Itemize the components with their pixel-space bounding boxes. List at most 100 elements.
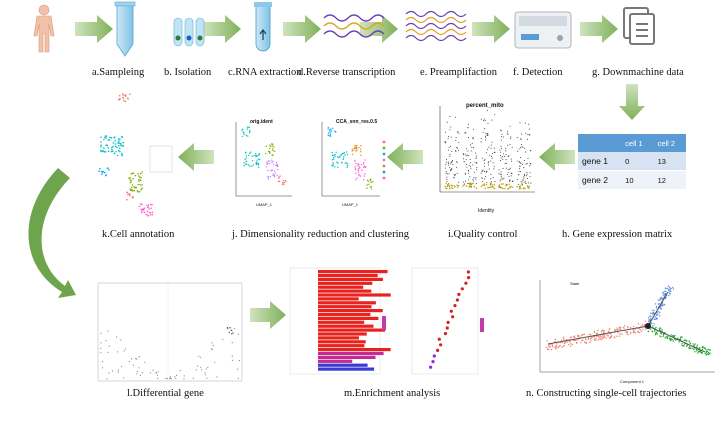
umap-point [277, 168, 279, 171]
qc-point [499, 173, 501, 175]
trajectory-point [603, 335, 605, 337]
qc-point [482, 184, 484, 186]
umap2-title: CCA_snn_res.0.5 [336, 119, 378, 125]
enrichment-bar [318, 281, 373, 285]
trajectory-point [582, 334, 584, 336]
trajectory-point [548, 344, 550, 347]
umap-point [251, 165, 253, 167]
volcano-point [211, 342, 213, 344]
qc-point [446, 178, 448, 180]
umap-point [267, 169, 269, 172]
trajectory-point [692, 347, 694, 349]
umap-point [274, 172, 276, 174]
annotation-point [137, 183, 139, 186]
annotation-point [107, 147, 110, 149]
arrow-f-g [580, 15, 618, 43]
qc-point [471, 146, 473, 148]
umap-point [364, 159, 366, 161]
qc-point [472, 128, 474, 130]
volcano-point [230, 329, 232, 332]
umap-point [341, 162, 343, 164]
qc-point [450, 170, 452, 172]
qc-point [447, 185, 449, 187]
umap-point [359, 167, 361, 169]
qc-point [483, 120, 485, 121]
annotation-point [100, 146, 102, 148]
umap-point [360, 151, 362, 153]
enrichment-bar [318, 293, 391, 297]
umap-point [351, 153, 354, 156]
trajectory-point [674, 334, 676, 337]
trajectory-point [652, 311, 655, 314]
trajectory-point [648, 319, 650, 322]
qc-point [501, 133, 503, 135]
annotation-point [129, 181, 132, 184]
trajectory-point [669, 288, 671, 291]
umap-legend-dot [382, 176, 386, 180]
annotation-point [104, 151, 107, 153]
umap-point [364, 167, 366, 169]
qc-point [502, 153, 504, 155]
enrichment-dot [431, 360, 435, 364]
trajectory-point [670, 287, 672, 290]
annotation-point [137, 173, 139, 175]
qc-point [451, 187, 454, 190]
annotation-point [122, 141, 125, 144]
matrix-cell: 13 [653, 152, 686, 171]
umap-point [268, 162, 270, 165]
trajectory-point [653, 323, 655, 325]
volcano-point [170, 378, 172, 380]
volcano-point [144, 361, 146, 363]
umap-point [267, 150, 270, 153]
umap-point [271, 162, 273, 164]
arrow-k-l-curve [28, 168, 76, 298]
trajectory-point [680, 336, 682, 338]
enrichment-dot-panel [411, 267, 484, 375]
qc-point [457, 131, 459, 133]
trajectory-point [654, 303, 657, 305]
qc-point [447, 149, 449, 151]
qc-point [524, 180, 526, 182]
trajectory-point [587, 338, 589, 340]
umap-point [272, 174, 274, 176]
trajectory-point [660, 336, 662, 338]
trajectory-point [659, 328, 661, 331]
trajectory-point [574, 336, 576, 339]
qc-point [500, 171, 502, 173]
umap-point [353, 149, 355, 151]
qc-point [519, 147, 521, 149]
qc-point [500, 179, 502, 181]
trajectory-point [632, 331, 635, 334]
qc-point [509, 168, 510, 170]
umap-point [361, 169, 363, 171]
umap-point [355, 147, 357, 150]
trajectory-point [614, 330, 616, 332]
annotation-point [111, 148, 113, 151]
trajectory-point [689, 342, 691, 344]
qc-point [486, 170, 488, 172]
qc-point [516, 178, 518, 180]
umap-point [253, 155, 255, 157]
trajectory-point [668, 294, 670, 297]
umap-point [327, 126, 329, 129]
annotation-point [132, 196, 134, 199]
trajectory-point [572, 336, 574, 338]
qc-point [522, 146, 524, 148]
umap-point [247, 164, 250, 166]
volcano-point [222, 339, 224, 341]
qc-point [507, 171, 509, 173]
qc-title: percent_mito [466, 103, 504, 109]
umap-point [285, 180, 287, 183]
cdna-wave-icon [323, 14, 385, 38]
qc-point [482, 170, 484, 172]
annotation-point [141, 184, 143, 186]
qc-point [462, 185, 464, 187]
enrichment-bar [318, 270, 388, 274]
umap-panel-clusters [321, 122, 386, 197]
qc-point [504, 156, 506, 158]
umap-point [259, 158, 261, 161]
arrow-j-k [178, 143, 214, 171]
umap1-xlabel: UMAP_1 [256, 202, 273, 207]
trajectory-point [700, 351, 702, 353]
qc-point [522, 164, 524, 165]
